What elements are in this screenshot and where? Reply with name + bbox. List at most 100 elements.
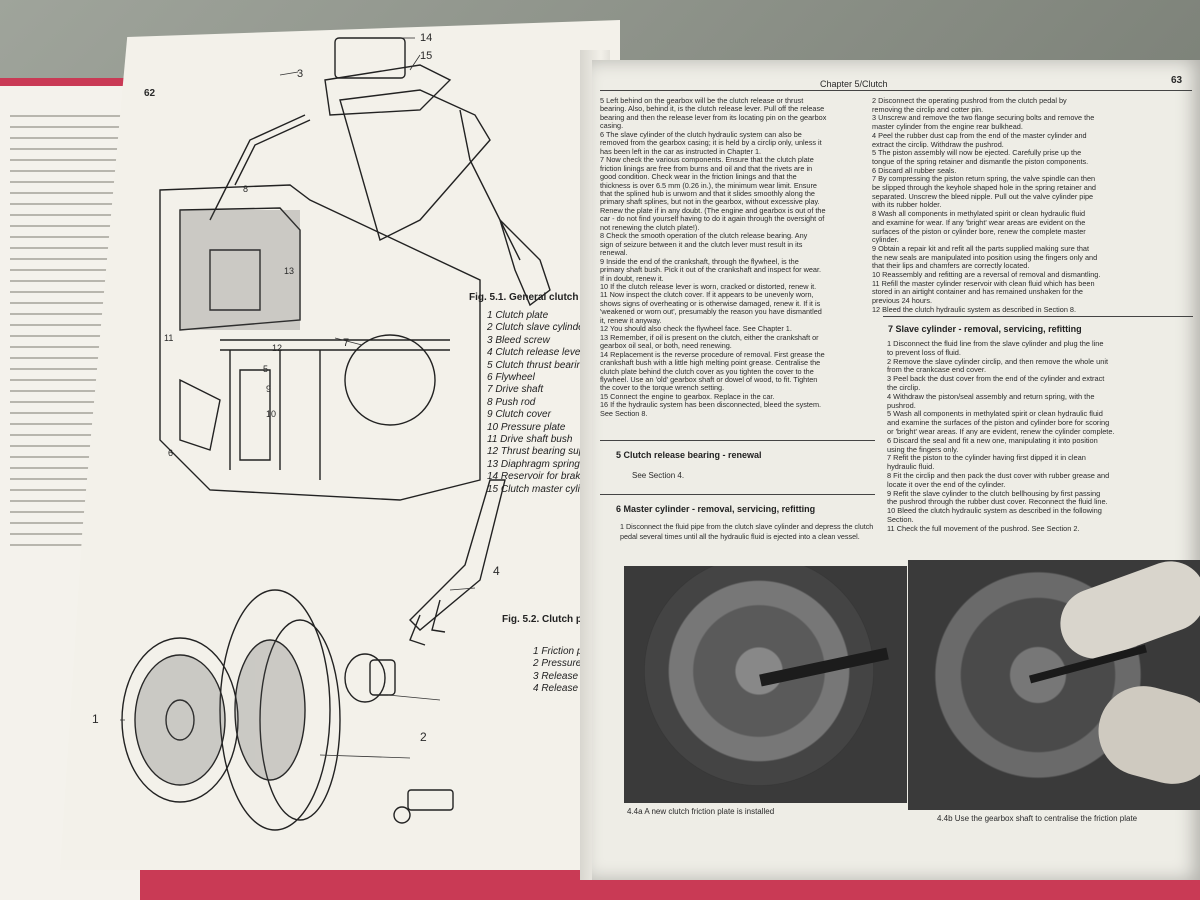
fig1-legend-item: 1 Clutch plate [487, 310, 549, 321]
section5-rule [600, 440, 875, 441]
section7-title: 7 Slave cylinder - removal, servicing, r… [888, 324, 1082, 334]
section5-body: See Section 4. [632, 471, 685, 480]
text-line: bearing. Also, behind it, is the clutch … [600, 104, 825, 114]
text-line: 6 The slave cylinder of the clutch hydra… [600, 129, 802, 139]
text-line: tongue of the spring retainer and disman… [872, 156, 1089, 166]
text-line: or 'bright' wear areas. If any are evide… [887, 426, 1115, 436]
text-line: using the fingers only. [887, 444, 959, 454]
fig1-legend-item: 10 Pressure plate [487, 421, 566, 433]
text-line: casing. [600, 121, 624, 131]
column-2-text: 2 Disconnect the operating pushrod from … [872, 96, 1101, 315]
text-line: 16 If the hydraulic system has been disc… [600, 400, 822, 410]
fig2-legend-item: 2 Pressure plate [533, 658, 606, 670]
text-line: locate it over the end of the cylinder. [887, 479, 1006, 489]
fig2-legend: 1 Friction plate 2 Pressure plate 3 Rele… [533, 646, 614, 696]
text-line: the pushrod through the rubber dust cove… [887, 497, 1108, 507]
text-line: that the splined hub is unworn and that … [600, 188, 815, 198]
text-line: gearbox oil seal, or both, need renewing… [600, 341, 732, 351]
text-line: previous 24 hours. [872, 296, 933, 306]
fig1-legend-item: 4 Clutch release lever [487, 347, 584, 359]
callout-9: 9 [266, 384, 272, 394]
fig1-legend-item: 9 Clutch cover [487, 409, 551, 421]
text-line: 7 Refit the piston to the cylinder havin… [887, 453, 1086, 463]
text-line: 12 You should also check the flywheel fa… [600, 324, 792, 334]
photo-4-4a [624, 566, 907, 803]
left-page-number: 62 [144, 88, 156, 99]
callout-13: 13 [284, 266, 295, 276]
section6-body: 1 Disconnect the fluid pipe from the clu… [620, 522, 874, 541]
fig1-legend-item: 8 Push rod [487, 396, 536, 408]
text-line: car - do not find yourself having to do … [600, 214, 825, 224]
text-line: removing the circlip and cotter pin. [872, 104, 984, 114]
text-line: 1 Disconnect the fluid line from the sla… [887, 339, 1104, 348]
fig1-legend-item: 15 Clutch master cylinder [487, 483, 600, 495]
text-line: crankshaft bush with a little high melti… [600, 358, 821, 368]
text-line: Renew the plate if in any doubt. (The en… [600, 205, 826, 215]
text-line: 9 Obtain a repair kit and refit all the … [872, 243, 1089, 253]
fig1-legend-item: 12 Thrust bearing support [487, 446, 602, 458]
fig1-legend-item: 2 Clutch slave cylinder [487, 322, 588, 334]
callout-14: 14 [420, 32, 433, 44]
section6-rule [600, 494, 875, 495]
fig1-legend-item: 5 Clutch thrust bearing [487, 359, 588, 371]
text-line: be slipped through the keyhole shaped ho… [872, 183, 1096, 193]
photo-4-4a-caption: 4.4a A new clutch friction plate is inst… [627, 807, 775, 816]
text-line: master cylinder from the engine rear bul… [872, 122, 1023, 132]
fig2-legend-item: 4 Release arm [533, 683, 599, 695]
text-line: and examine the surfaces of the piston a… [887, 418, 1110, 428]
text-line: friction linings are free from burns and… [600, 163, 813, 173]
text-line: removed from the gearbox casing; it is h… [600, 138, 822, 148]
text-line: Section. [887, 514, 914, 524]
text-line: cylinder. [872, 235, 899, 245]
text-line: 6 Discard all rubber seals. [872, 165, 957, 175]
text-line: and examine for wear. If any 'bright' we… [872, 217, 1086, 227]
right-page-number: 63 [1171, 75, 1183, 86]
clutch-diagram [120, 37, 551, 831]
callout-3: 3 [297, 68, 304, 80]
text-line: 14 Replacement is the reverse procedure … [600, 349, 825, 359]
text-line: 13 Remember, if oil is present on the cl… [600, 332, 819, 342]
text-line: 'weakened or worn out', presumably the r… [600, 307, 822, 317]
header-rule [600, 90, 1192, 91]
fig1-legend-item: 3 Bleed screw [487, 334, 550, 346]
fig1-caption: Fig. 5.1. General clutch operation [469, 292, 627, 303]
text-line: See Section 8. [600, 408, 648, 418]
text-line: If in doubt, renew it. [600, 273, 664, 283]
text-line: primary shaft splines, but not in the ge… [600, 197, 820, 207]
text-line: surfaces of the piston or cylinder bore,… [872, 226, 1086, 236]
text-line: it, renew it anyway. [600, 315, 662, 325]
callout-12: 12 [272, 343, 283, 353]
fig2-legend-item: 1 Friction plate [533, 646, 599, 657]
text-line: 7 By compressing the piston return sprin… [872, 174, 1096, 184]
text-line: 8 Check the smooth operation of the clut… [600, 231, 808, 241]
callout-7: 7 [343, 337, 350, 349]
text-line: thickness is over 6.5 mm (0.26 in.), the… [600, 180, 817, 190]
text-line: 10 Bleed the clutch hydraulic system as … [887, 506, 1102, 516]
photo-4-4b [908, 560, 1200, 810]
text-line: 2 Disconnect the operating pushrod from … [872, 96, 1067, 105]
fig2-legend-item: 3 Release bearing [533, 670, 615, 682]
text-line: 2 Remove the slave cylinder circlip, and… [887, 356, 1109, 366]
text-line: 10 If the clutch release lever is worn, … [600, 281, 817, 291]
text-line: separated. Unscrew the bleed nipple. Pul… [872, 191, 1094, 201]
text-line: not renewing the clutch plate!). [600, 222, 700, 232]
text-line: has been left in the car as instructed i… [600, 146, 762, 156]
photo-4-4b-caption: 4.4b Use the gearbox shaft to centralise… [937, 814, 1138, 823]
right-page-header: Chapter 5/Clutch [820, 79, 888, 89]
text-line: pushrod. [887, 400, 916, 410]
text-line: good condition. Check wear in the fricti… [600, 172, 797, 182]
text-line: sign of seizure between it and the clutc… [600, 239, 803, 249]
section7-rule [883, 316, 1193, 317]
fig1-legend-item: 14 Reservoir for brake and clutch fluid [487, 471, 656, 483]
callout-2: 2 [420, 730, 427, 744]
text-line: from the crankcase end cover. [887, 365, 987, 375]
text-line: 10 Reassembly and refitting are a revers… [872, 270, 1101, 280]
text-line: renewal. [600, 248, 628, 258]
text-line: 15 Connect the engine to gearbox. Replac… [600, 391, 775, 401]
text-line: 4 Withdraw the piston/seal assembly and … [887, 391, 1095, 401]
text-line: 3 Unscrew and remove the two flange secu… [872, 113, 1095, 123]
text-line: shows signs of overheating or is otherwi… [600, 298, 821, 308]
fig1-legend: 1 Clutch plate 2 Clutch slave cylinder 3… [487, 310, 655, 496]
callout-5: 5 [263, 364, 269, 374]
callout-8: 8 [243, 184, 249, 194]
